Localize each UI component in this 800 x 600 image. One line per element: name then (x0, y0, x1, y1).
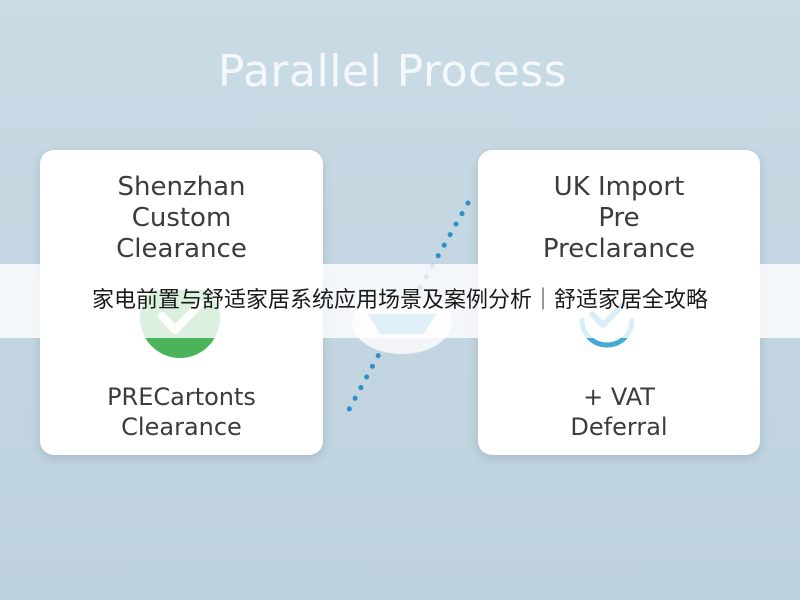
right-card-top-text: UK Import Pre Preclarance (542, 172, 696, 264)
diagram-title: Parallel Process (217, 46, 568, 97)
left-card-bottom-text: PRECartonts Clearance (107, 383, 256, 441)
overlay-banner (0, 264, 800, 338)
left-card-top-text: Shenzhan Custom Clearance (116, 172, 247, 264)
banner-text: 家电前置与舒适家居系统应用场景及案例分析｜舒适家居全攻略 (91, 288, 708, 313)
right-card-bottom-text: + VAT Deferral (570, 383, 668, 441)
